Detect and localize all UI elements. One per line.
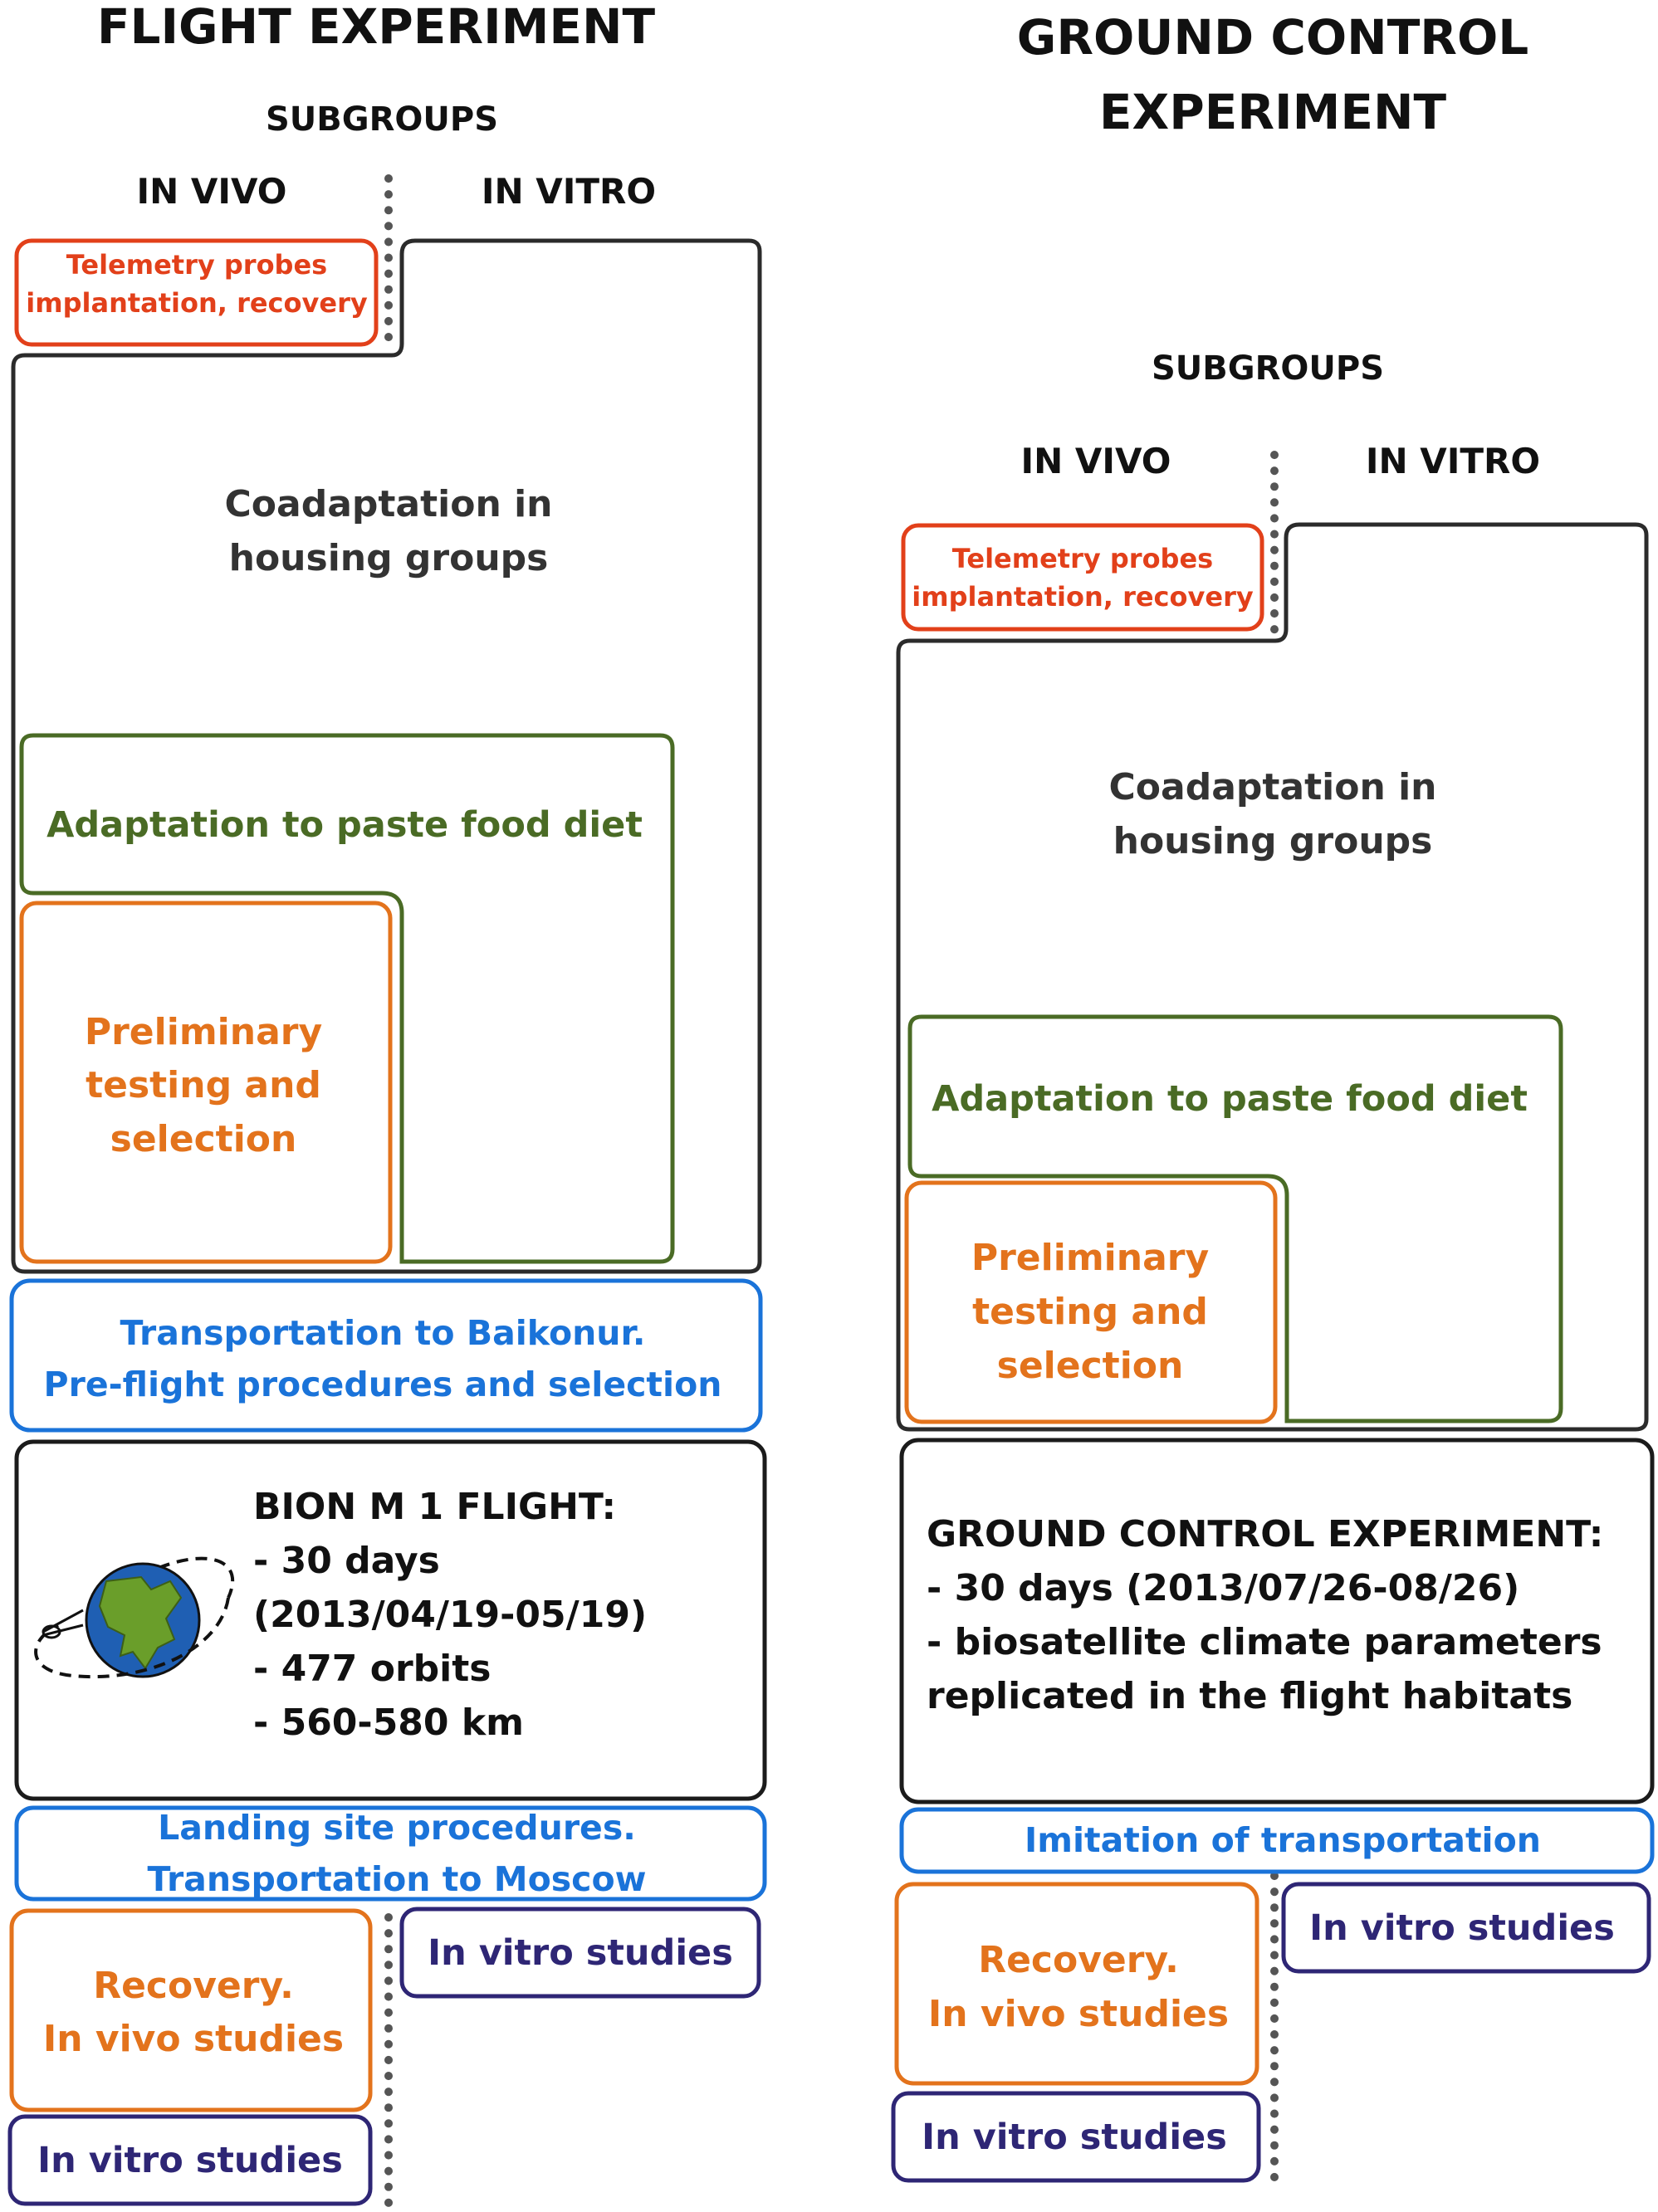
ground-in-vitro-studies-left-label: In vitro studies xyxy=(922,2117,1227,2158)
ground-subgroups-label: SUBGROUPS xyxy=(1152,349,1384,388)
flight-landing-box xyxy=(14,1805,767,1902)
flight-preliminary-line-2: testing and xyxy=(86,1064,321,1106)
ground-coadaptation-line-2: housing groups xyxy=(1113,820,1433,862)
flight-bion-box xyxy=(14,1439,767,1801)
flight-coadaptation-line-1: Coadaptation in xyxy=(224,483,552,525)
flight-preliminary-line-1: Preliminary xyxy=(85,1011,322,1053)
flight-landing-line-1: Landing site procedures. xyxy=(158,1808,636,1848)
ground-recovery-line-1: Recovery. xyxy=(978,1939,1179,1981)
ground-preliminary-line-1: Preliminary xyxy=(971,1237,1209,1279)
flight-bion-line-5: - 560-580 km xyxy=(253,1702,524,1744)
flight-telemetry-line-1: Telemetry probes xyxy=(66,249,327,281)
ground-recovery-box xyxy=(894,1882,1259,2086)
flight-in-vitro-studies-left-label: In vitro studies xyxy=(37,2140,343,2181)
ground-control-line-4: replicated in the flight habitats xyxy=(927,1675,1572,1717)
flight-adaptation-label: Adaptation to paste food diet xyxy=(46,804,643,846)
ground-control-column: GROUND CONTROL EXPERIMENT SUBGROUPS IN V… xyxy=(891,9,1655,2187)
ground-telemetry-box xyxy=(901,523,1264,632)
ground-preliminary-line-2: testing and xyxy=(972,1291,1208,1333)
flight-experiment-column: FLIGHT EXPERIMENT SUBGROUPS IN VIVO IN V… xyxy=(7,0,767,2208)
flight-bion-line-2: - 30 days xyxy=(253,1540,440,1582)
ground-preliminary-box xyxy=(904,1180,1278,1424)
ground-title-line-2: EXPERIMENT xyxy=(1099,84,1447,140)
flight-in-vitro-studies-right-box xyxy=(399,1907,761,1999)
earth-orbit-icon xyxy=(34,1556,235,1679)
flight-bion-line-4: - 477 orbits xyxy=(253,1648,491,1690)
ground-imitation-box xyxy=(899,1807,1655,1874)
flight-in-vitro-studies-left-box xyxy=(7,2114,373,2206)
flight-adaptation-box xyxy=(19,733,675,1264)
ground-control-box xyxy=(899,1438,1655,1804)
satellite-icon xyxy=(42,1609,84,1639)
flight-in-vitro-studies-right-label: In vitro studies xyxy=(428,1932,733,1974)
flight-title: FLIGHT EXPERIMENT xyxy=(97,0,656,55)
ground-telemetry-line-1: Telemetry probes xyxy=(952,543,1213,574)
flight-subgroups-label: SUBGROUPS xyxy=(266,100,498,139)
flight-bion-line-1: BION M 1 FLIGHT: xyxy=(253,1486,616,1528)
flight-coadaptation-box xyxy=(11,238,762,1274)
ground-control-line-3: - biosatellite climate parameters xyxy=(927,1621,1602,1663)
ground-title-line-1: GROUND CONTROL xyxy=(1017,9,1528,66)
flight-transport-line-2: Pre-flight procedures and selection xyxy=(44,1365,722,1404)
flight-preliminary-line-3: selection xyxy=(110,1118,297,1160)
ground-control-line-1: GROUND CONTROL EXPERIMENT: xyxy=(927,1513,1603,1555)
flight-recovery-line-2: In vivo studies xyxy=(43,2018,344,2060)
ground-coadaptation-box xyxy=(896,522,1649,1432)
ground-preliminary-line-3: selection xyxy=(997,1345,1184,1387)
ground-coadaptation-line-1: Coadaptation in xyxy=(1108,766,1436,808)
ground-control-line-2: - 30 days (2013/07/26-08/26) xyxy=(927,1567,1519,1609)
flight-coadaptation-line-2: housing groups xyxy=(229,537,549,579)
ground-in-vitro-label: IN VITRO xyxy=(1366,441,1540,481)
flight-recovery-box xyxy=(9,1908,373,2112)
ground-telemetry-line-2: implantation, recovery xyxy=(912,581,1254,613)
flight-telemetry-line-2: implantation, recovery xyxy=(26,287,368,319)
flight-transport-line-1: Transportation to Baikonur. xyxy=(120,1313,646,1353)
ground-in-vivo-label: IN VIVO xyxy=(1020,441,1171,481)
ground-in-vitro-studies-right-box xyxy=(1281,1882,1651,1974)
flight-bion-line-3: (2013/04/19-05/19) xyxy=(253,1594,647,1636)
ground-in-vitro-studies-left-box xyxy=(891,2091,1261,2183)
flight-recovery-line-1: Recovery. xyxy=(93,1965,294,2007)
flight-landing-line-2: Transportation to Moscow xyxy=(148,1859,647,1899)
ground-imitation-label: Imitation of transportation xyxy=(1025,1820,1541,1860)
orbit-front-path xyxy=(34,1597,230,1679)
ground-adaptation-box xyxy=(907,1014,1563,1423)
flight-transport-box xyxy=(9,1278,763,1433)
ground-adaptation-label: Adaptation to paste food diet xyxy=(932,1078,1528,1120)
flight-in-vitro-label: IN VITRO xyxy=(482,171,656,212)
ground-in-vitro-studies-right-label: In vitro studies xyxy=(1309,1907,1615,1949)
flight-telemetry-box xyxy=(14,238,379,347)
flight-preliminary-box xyxy=(19,901,393,1264)
earth-continents xyxy=(98,1575,183,1670)
flight-in-vivo-label: IN VIVO xyxy=(136,171,286,212)
ground-recovery-line-2: In vivo studies xyxy=(928,1993,1229,2035)
